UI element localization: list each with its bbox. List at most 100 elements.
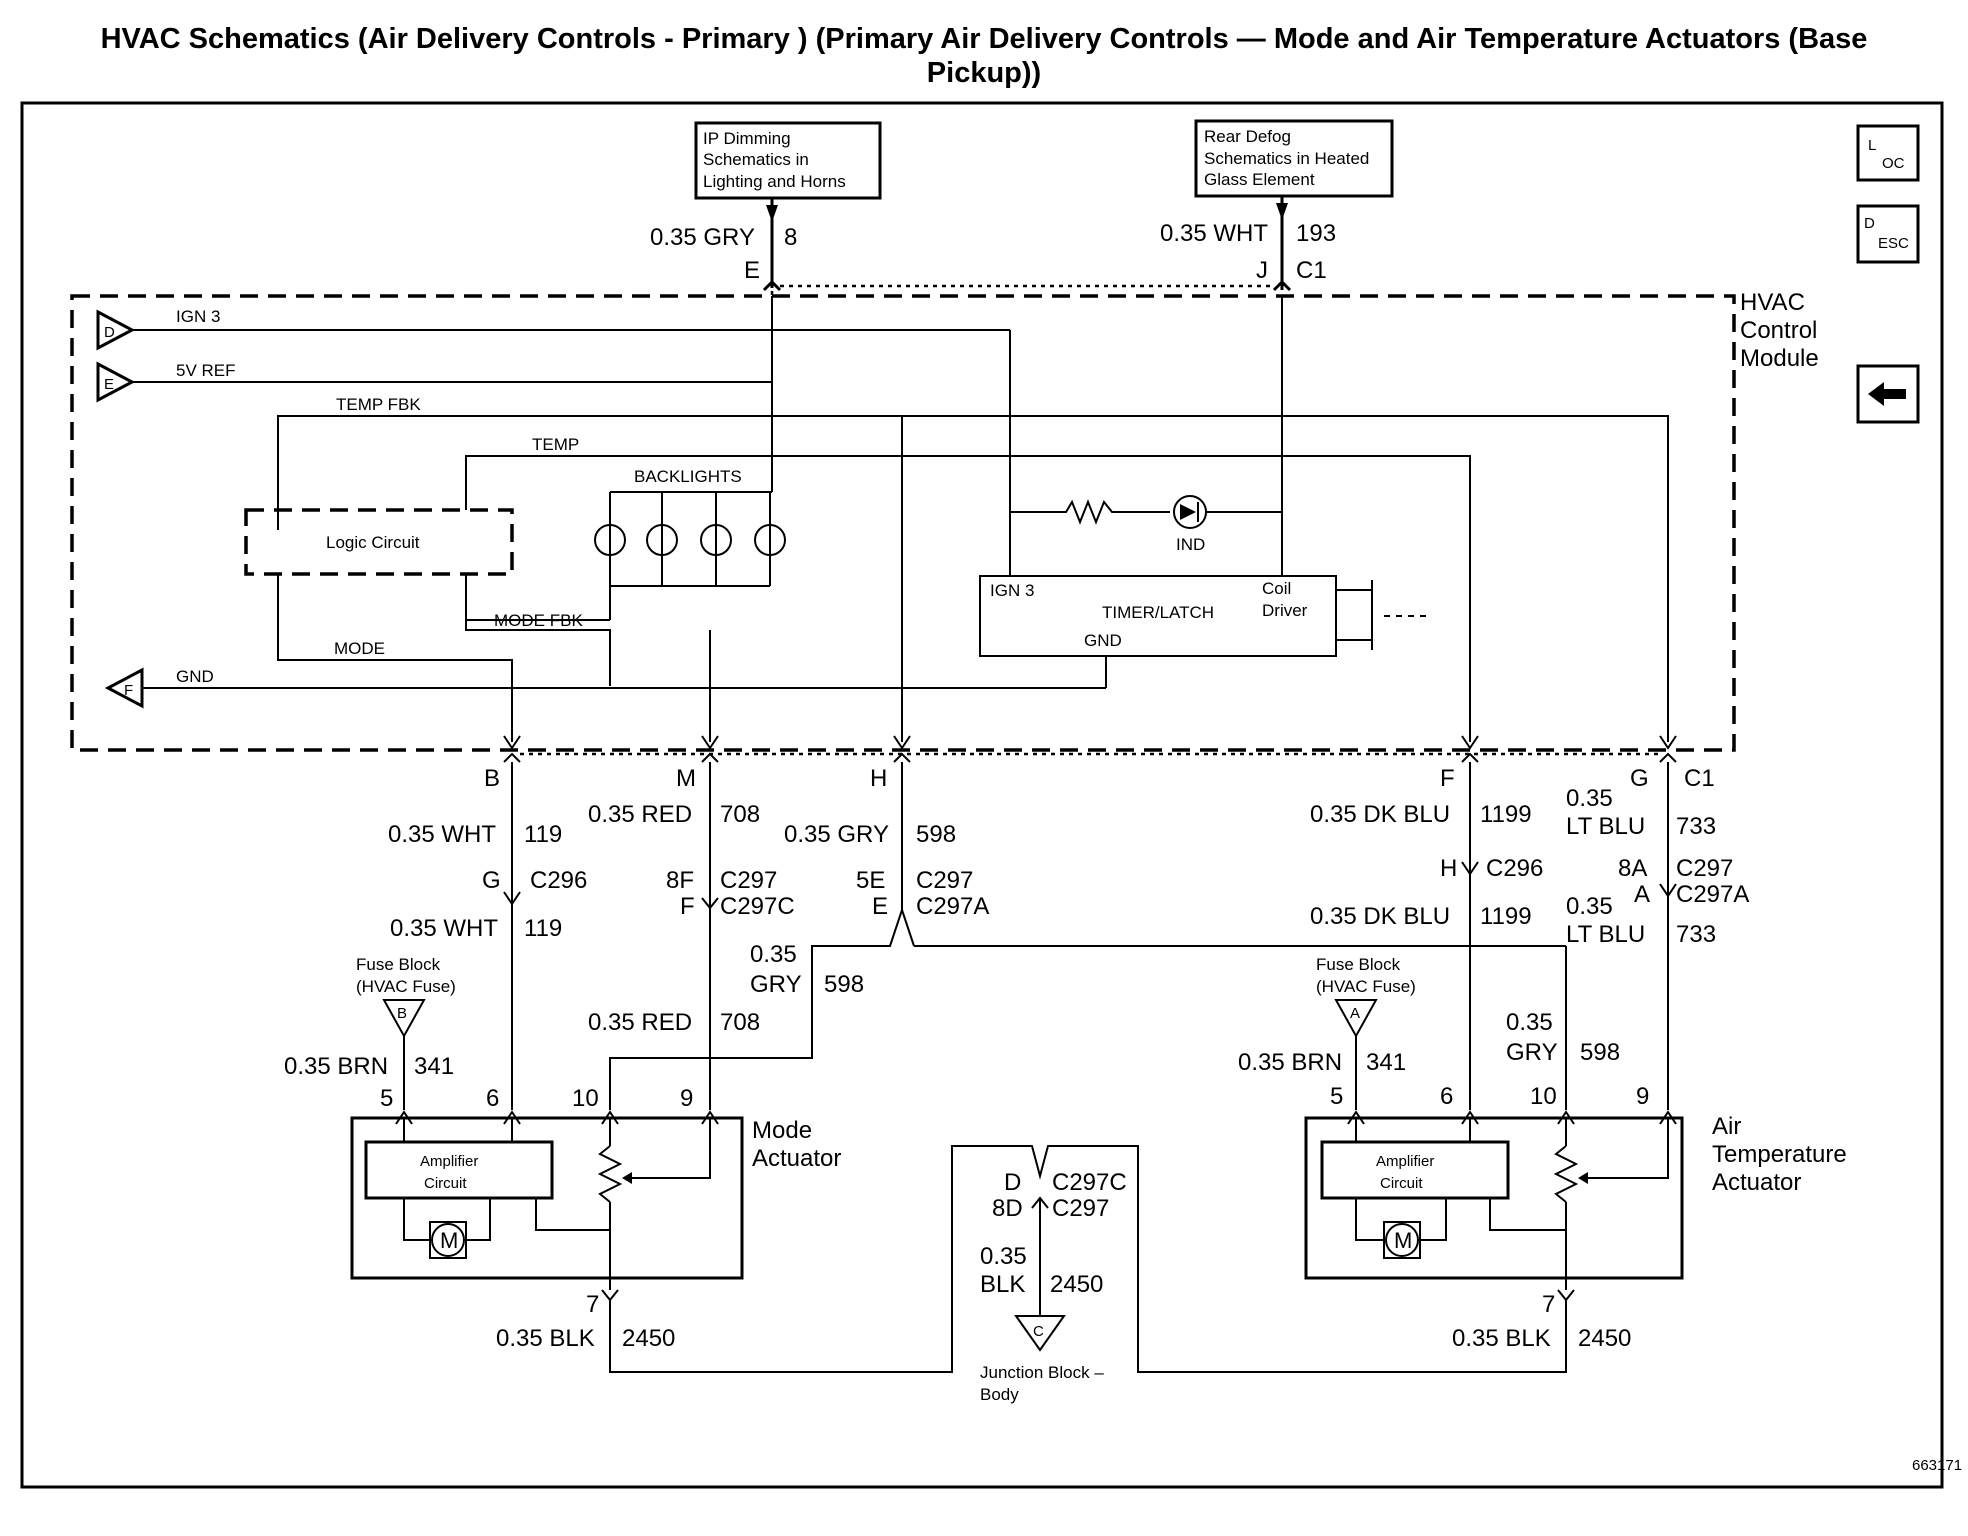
wire-b2-size: 0.35 WHT (390, 915, 498, 942)
c297-h-conn1: C297 (916, 867, 973, 894)
backlight-bulbs (466, 492, 786, 621)
module-title-3: Module (1740, 345, 1819, 372)
resistor-icon (1010, 499, 1170, 525)
ip-dimming-ref[interactable]: IP Dimming Schematics in Lighting and Ho… (694, 121, 882, 200)
rear-defog-line2: Schematics in Heated (1204, 149, 1369, 168)
pin-c1: C1 (1684, 765, 1715, 792)
svg-text:F: F (124, 682, 133, 699)
module-title-1: HVAC (1740, 289, 1805, 316)
junction-block-body: D C297C 8D C297 0.35 BLK 2450 C Junction… (964, 1145, 1127, 1404)
wire-gry-r-size1: 0.35 (1506, 1009, 1553, 1036)
c297-g-conn1: C297 (1676, 855, 1733, 882)
svg-text:Mode: Mode (752, 1117, 812, 1144)
svg-text:Amplifier: Amplifier (1376, 1153, 1434, 1170)
temp-line (465, 455, 1471, 742)
wire-gry-l-size2: GRY (750, 971, 802, 998)
motor-icon (1385, 1223, 1419, 1257)
wire-h1-circuit: 598 (916, 821, 956, 848)
wire-defog-pin: J (1256, 257, 1268, 284)
svg-text:(HVAC Fuse): (HVAC Fuse) (356, 977, 456, 996)
svg-text:M: M (440, 1228, 458, 1253)
timer-driver: Driver (1262, 601, 1308, 620)
air-temperature-actuator: 5 6 10 9 Amplifier Circuit M Air Tempera… (1122, 1083, 1847, 1373)
wire-g2-size2: LT BLU (1566, 921, 1645, 948)
loc-button[interactable]: L OC (1856, 124, 1920, 182)
svg-text:Amplifier: Amplifier (420, 1153, 478, 1170)
svg-text:BLK: BLK (980, 1271, 1025, 1298)
loc-button-top: L (1868, 137, 1876, 154)
pin-g: G (1630, 765, 1649, 792)
svg-text:9: 9 (1636, 1083, 1649, 1110)
svg-text:Circuit: Circuit (424, 1175, 467, 1192)
svg-text:7: 7 (586, 1291, 599, 1318)
desc-button[interactable]: D ESC (1856, 204, 1920, 264)
wire-f2-size: 0.35 DK BLU (1310, 903, 1450, 930)
bulb-icon (700, 524, 732, 556)
temp-label: TEMP (532, 435, 579, 454)
ip-dimming-line2: Schematics in (703, 150, 809, 169)
svg-text:(HVAC Fuse): (HVAC Fuse) (1316, 977, 1416, 996)
temp-fbk-line (277, 415, 1669, 742)
mode-fbk-label: MODE FBK (494, 611, 583, 630)
back-button[interactable] (1856, 364, 1920, 424)
c297-h-conn2: C297A (916, 893, 989, 920)
svg-text:M: M (1394, 1228, 1412, 1253)
wire-f2-circuit: 1199 (1480, 903, 1532, 930)
rear-defog-line3: Glass Element (1204, 170, 1315, 189)
wire-m1-circuit: 708 (720, 801, 760, 828)
wire-ip-circuit: 8 (784, 224, 797, 251)
svg-text:8D: 8D (992, 1195, 1023, 1222)
ip-dimming-line3: Lighting and Horns (703, 172, 846, 191)
c296-pin-g: G (482, 867, 501, 894)
svg-text:Actuator: Actuator (1712, 1169, 1801, 1196)
wire-ip-size: 0.35 GRY (650, 224, 755, 251)
mode-line (277, 574, 513, 742)
c297-m-conn1: C297 (720, 867, 777, 894)
svg-text:Fuse Block: Fuse Block (1316, 955, 1401, 974)
wire-m1-size: 0.35 RED (588, 801, 692, 828)
wire-defog-size: 0.35 WHT (1160, 220, 1268, 247)
wire-b2-circuit: 119 (524, 915, 562, 942)
wire-g1-size1: 0.35 (1566, 785, 1613, 812)
desc-button-bottom: ESC (1878, 235, 1909, 252)
timer-ign3: IGN 3 (990, 581, 1034, 600)
svg-text:6: 6 (1440, 1083, 1453, 1110)
c296-pin-h: H (1440, 855, 1457, 882)
svg-text:0.35: 0.35 (980, 1243, 1027, 1270)
pin-arrows (503, 735, 1677, 763)
loc-button-bottom: OC (1882, 155, 1905, 172)
backlights-label: BACKLIGHTS (634, 467, 742, 486)
svg-text:6: 6 (486, 1085, 499, 1112)
pin-h: H (870, 765, 887, 792)
wire-g1-size2: LT BLU (1566, 813, 1645, 840)
svg-text:Fuse Block: Fuse Block (356, 955, 441, 974)
fuse-block-right: Fuse Block (HVAC Fuse) A 0.35 BRN 341 (1238, 955, 1416, 1110)
c297-m-pin2: F (680, 893, 695, 920)
wire-ip-pin: E (744, 257, 760, 284)
rear-defog-ref[interactable]: Rear Defog Schematics in Heated Glass El… (1194, 119, 1394, 198)
timer-name: TIMER/LATCH (1102, 603, 1214, 622)
svg-text:0.35 BLK: 0.35 BLK (496, 1325, 595, 1352)
c297-m-pin1: 8F (666, 867, 694, 894)
svg-text:341: 341 (414, 1053, 454, 1080)
wire-rear-defog: 0.35 WHT 193 J C1 (1160, 196, 1336, 292)
svg-text:5: 5 (380, 1085, 393, 1112)
wire-gry-l-circuit: 598 (824, 971, 864, 998)
c297-h-pin1: 5E (856, 867, 885, 894)
logic-circuit (244, 508, 514, 576)
pin-f: F (1440, 765, 1455, 792)
svg-text:Junction Block –: Junction Block – (980, 1363, 1104, 1382)
svg-text:D: D (104, 324, 115, 341)
wire-h1-size: 0.35 GRY (784, 821, 889, 848)
c296-right: C296 (1486, 855, 1543, 882)
wire-gry-r-circuit: 598 (1580, 1039, 1620, 1066)
c297-m-conn2: C297C (720, 893, 795, 920)
wire-f1-circuit: 1199 (1480, 801, 1532, 828)
bulb-icon (594, 524, 626, 556)
svg-text:B: B (397, 1005, 407, 1022)
wire-defog-circuit: 193 (1296, 220, 1336, 247)
ind-label: IND (1176, 535, 1205, 554)
mode-label: MODE (334, 639, 385, 658)
wire-g2-size1: 0.35 (1566, 893, 1613, 920)
